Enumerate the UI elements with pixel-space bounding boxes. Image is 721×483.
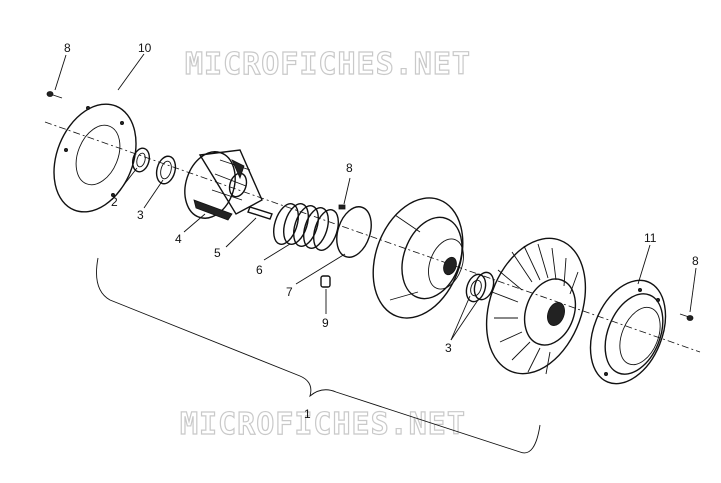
screw-right <box>679 313 694 321</box>
callout-6: 6 <box>256 263 263 277</box>
callout-8-right: 8 <box>692 254 699 268</box>
callout-3-right: 3 <box>445 341 452 355</box>
screw-mid <box>338 204 346 210</box>
callout-8-mid: 8 <box>346 161 353 175</box>
callout-2: 2 <box>111 195 118 209</box>
assembly-bracket <box>96 257 541 454</box>
washer-3-left <box>155 155 177 185</box>
slider-9 <box>320 275 331 288</box>
callout-4: 4 <box>175 232 182 246</box>
cover-plate-left <box>53 103 137 213</box>
callout-9: 9 <box>322 316 329 330</box>
center-axis-line <box>44 121 701 353</box>
callout-3-left: 3 <box>137 208 144 222</box>
callout-5: 5 <box>214 246 221 260</box>
callout-11: 11 <box>644 231 657 245</box>
callout-7: 7 <box>286 285 293 299</box>
movable-sheave <box>372 197 464 319</box>
pin-5 <box>247 206 273 220</box>
fixed-sheave <box>485 237 587 375</box>
leader-lines <box>54 53 697 341</box>
washer-3-right <box>465 271 495 303</box>
bearing-2 <box>131 147 151 173</box>
cover-plate-right <box>589 279 667 385</box>
watermark-bottom: MICROFICHES.NET <box>180 407 466 442</box>
spider-cam-4 <box>184 149 263 221</box>
callout-8-left: 8 <box>64 41 71 55</box>
retaining-ring-7 <box>336 206 372 258</box>
callout-1: 1 <box>304 407 311 421</box>
spring-6 <box>272 203 340 251</box>
watermark-top: MICROFICHES.NET <box>185 47 471 82</box>
screw-left <box>46 91 63 99</box>
callout-10: 10 <box>138 41 152 55</box>
